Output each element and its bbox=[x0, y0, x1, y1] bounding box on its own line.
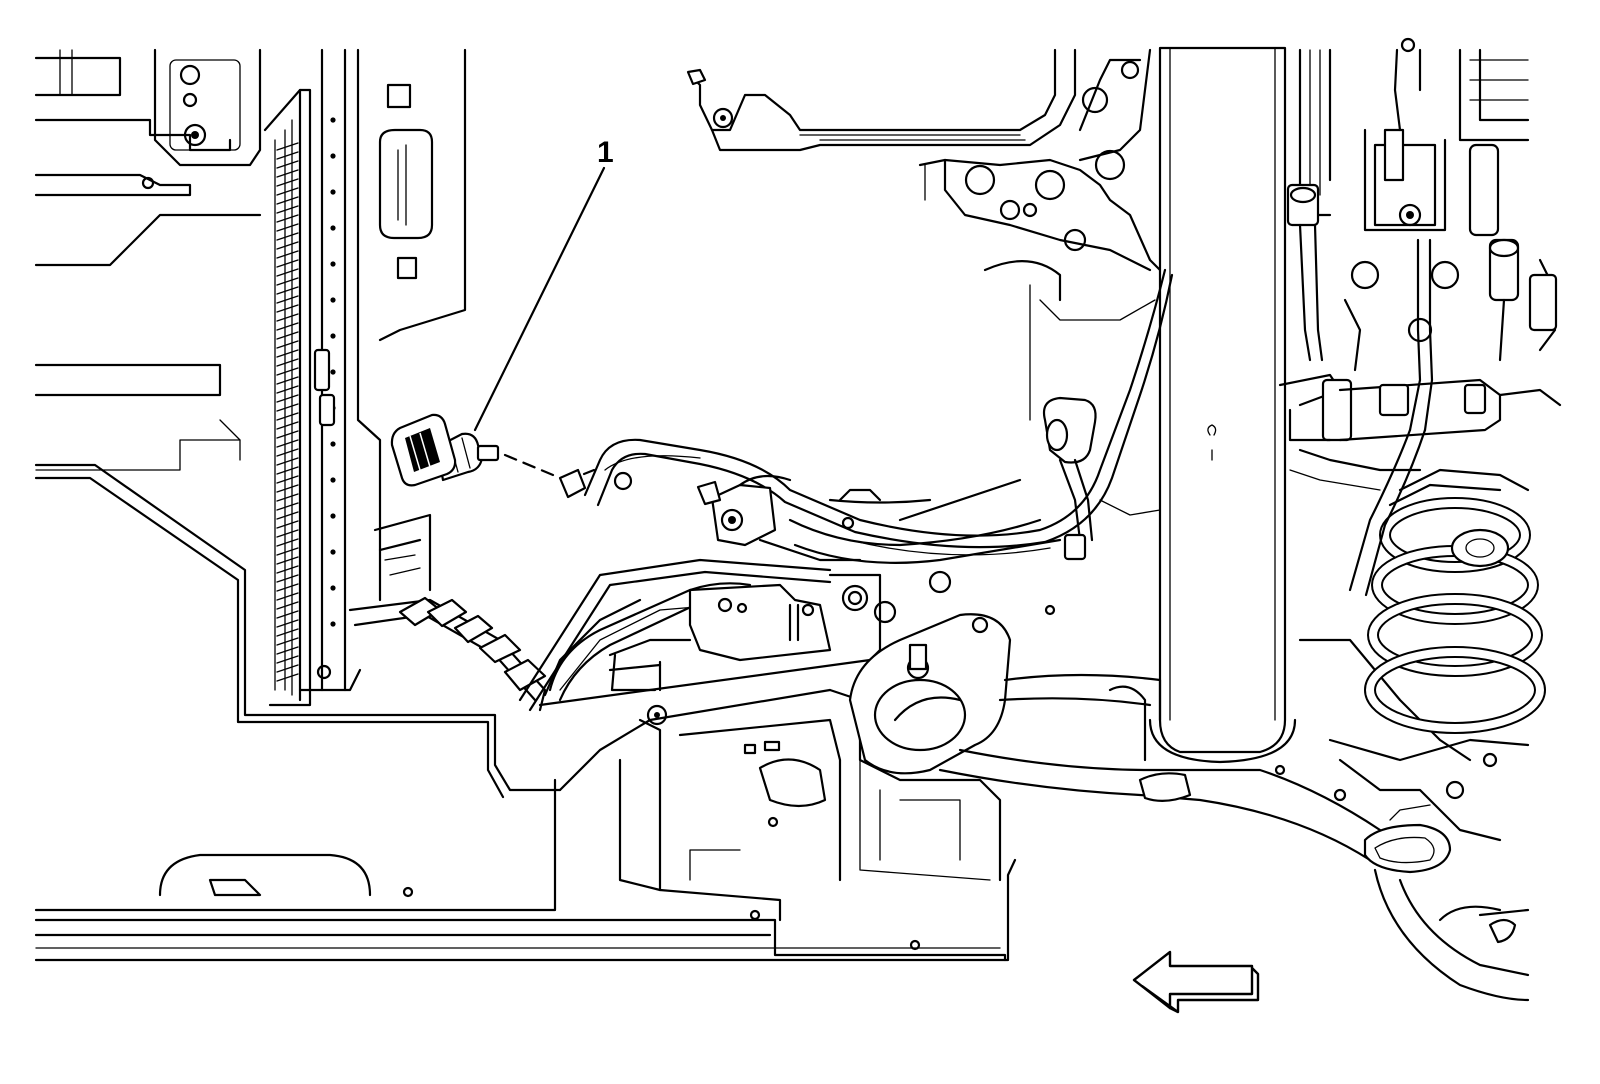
callout-label-1: 1 bbox=[597, 136, 614, 169]
mount-bracket bbox=[608, 570, 952, 692]
lower-control-arm bbox=[848, 604, 1472, 874]
front-support-panel bbox=[356, 48, 467, 602]
strut-tube bbox=[1148, 46, 1297, 764]
upper-left-panel bbox=[34, 48, 262, 471]
wheel-hub bbox=[1328, 738, 1530, 1002]
harness-pipes bbox=[583, 268, 1174, 564]
upper-frame-bracket bbox=[686, 48, 1077, 152]
callout-leader-line bbox=[473, 166, 606, 432]
floor-pan-outline bbox=[34, 463, 1017, 962]
direction-arrow-left bbox=[1132, 950, 1260, 1014]
coil-spring bbox=[1364, 468, 1546, 734]
component-connector bbox=[390, 413, 596, 499]
harness-bracket bbox=[696, 474, 792, 547]
callout-number: 1 bbox=[597, 136, 614, 169]
right-upper-hardware bbox=[1278, 37, 1562, 597]
crossmember-panel bbox=[918, 48, 1167, 421]
frame-rail-left bbox=[348, 513, 872, 712]
radiator-core bbox=[263, 48, 362, 707]
